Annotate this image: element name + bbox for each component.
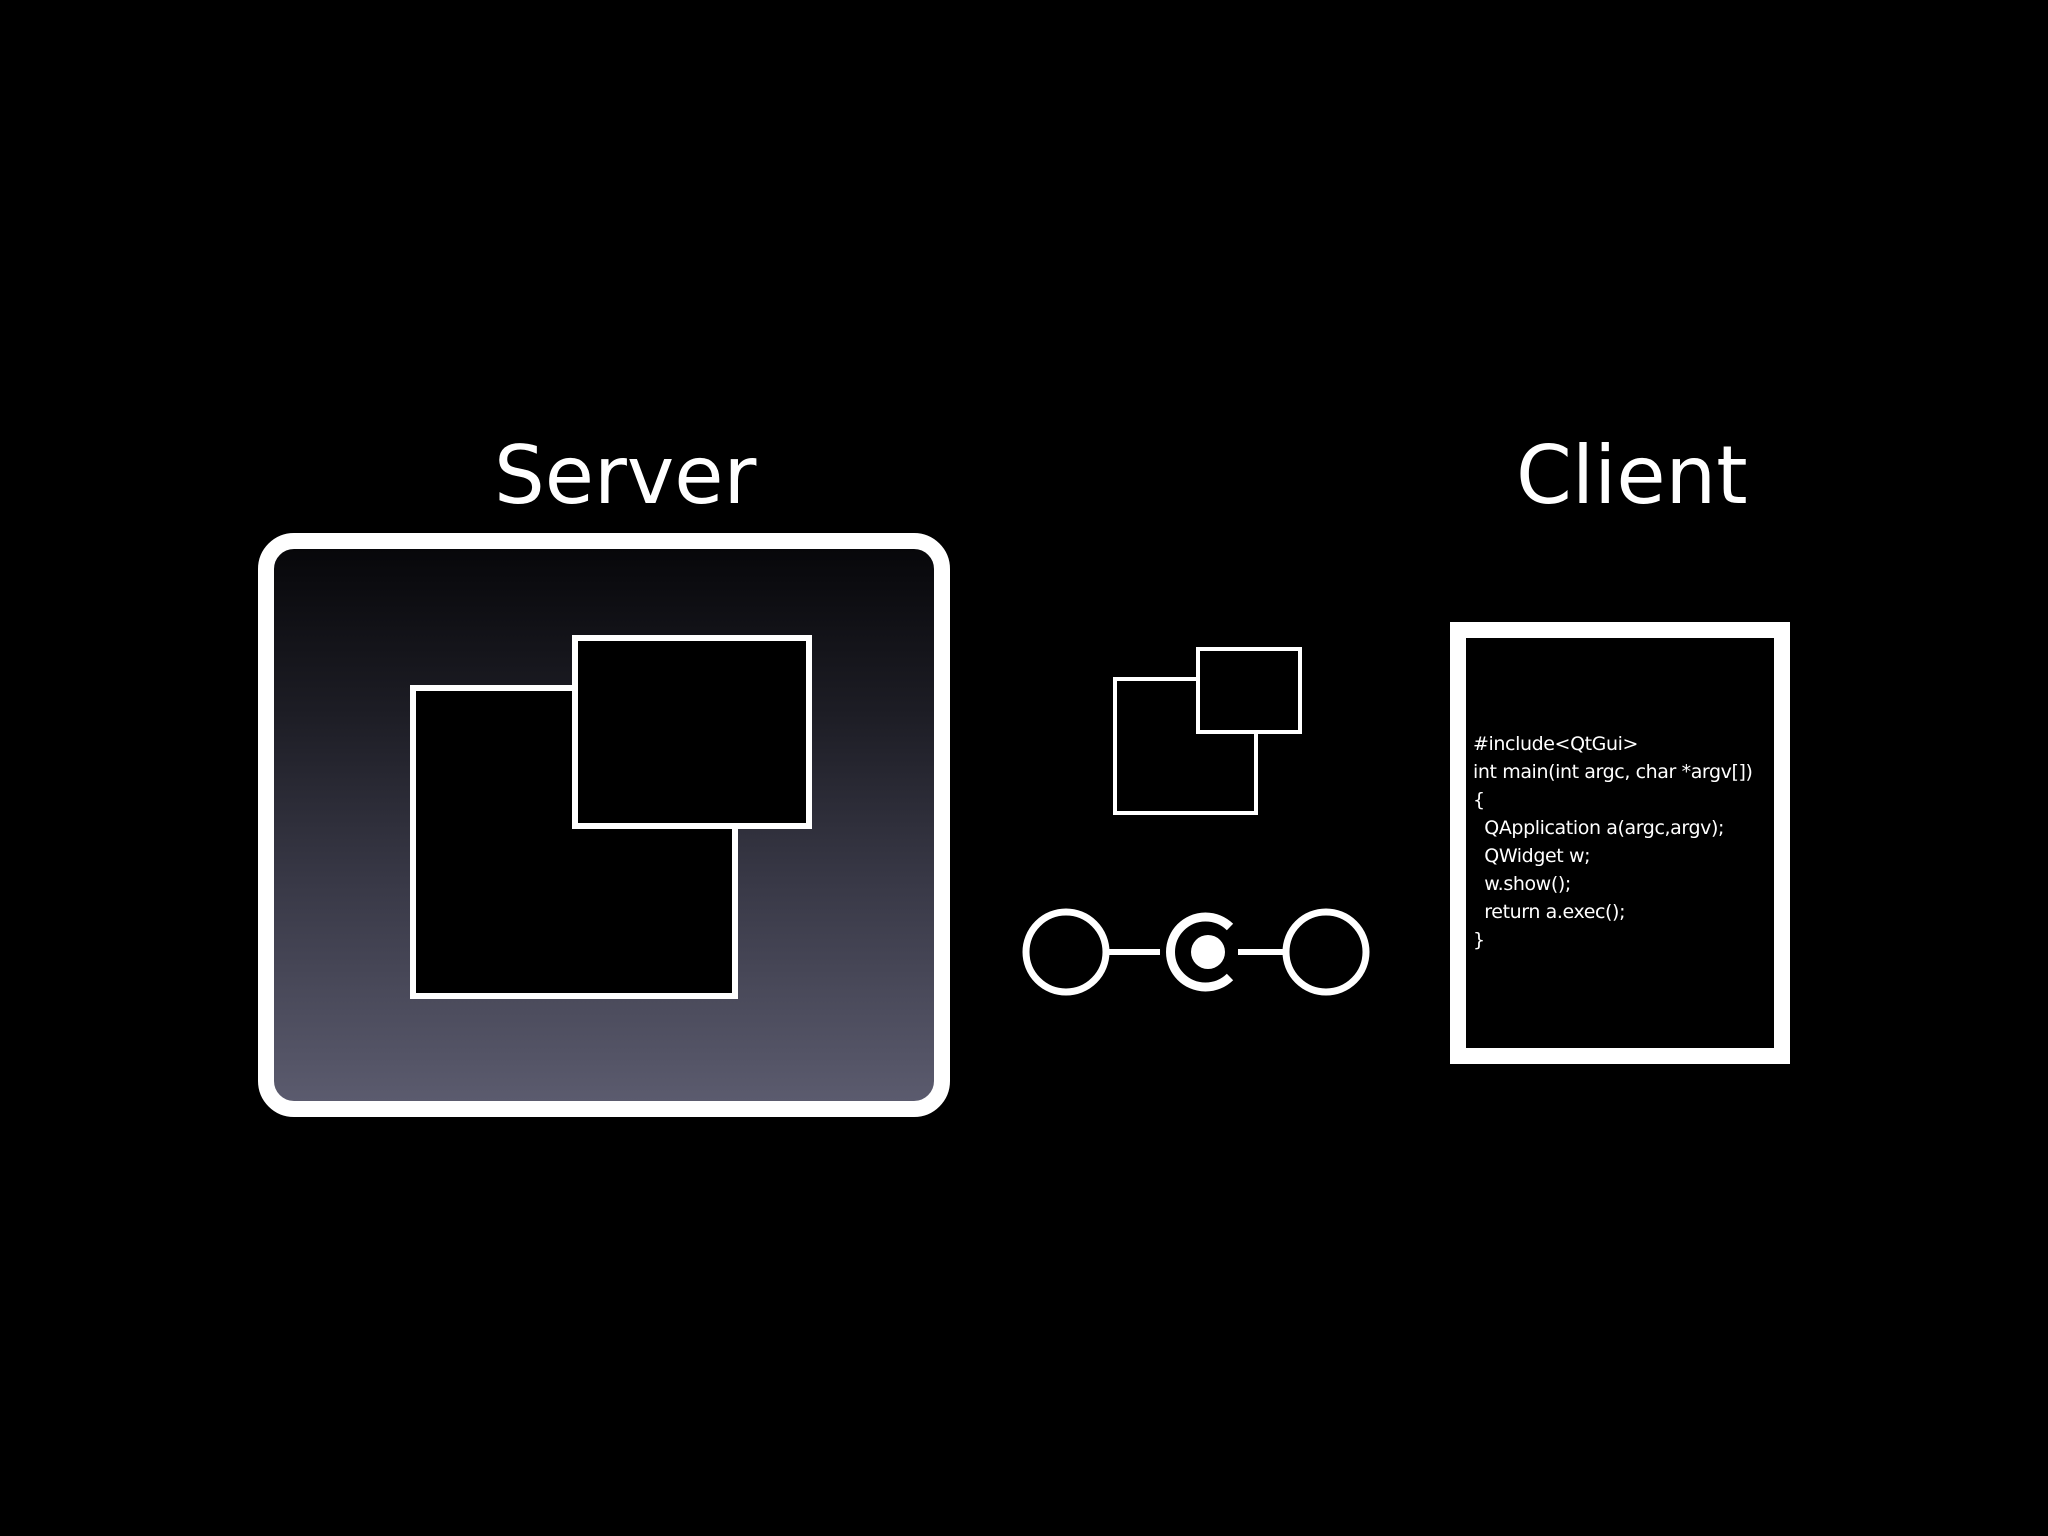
server-window-front-icon <box>572 635 812 829</box>
server-title: Server <box>494 429 757 522</box>
plug-dot <box>1191 935 1225 969</box>
code-line: w.show(); <box>1473 873 1571 895</box>
protocol-window-front-icon <box>1196 647 1302 734</box>
code-line: #include<QtGui> <box>1473 733 1639 755</box>
client-title: Client <box>1516 429 1748 522</box>
client-code: #include<QtGui> int main(int argc, char *… <box>1473 730 1753 954</box>
client-frame <box>1450 622 1790 1064</box>
code-line: } <box>1473 929 1485 951</box>
code-line: QWidget w; <box>1473 845 1591 867</box>
socket-connector-icon <box>1022 908 1370 996</box>
right-socket-circle <box>1282 908 1370 996</box>
left-socket-circle <box>1022 908 1110 996</box>
code-line: int main(int argc, char *argv[]) <box>1473 761 1753 783</box>
code-line: QApplication a(argc,argv); <box>1473 817 1724 839</box>
plug-c-arc <box>1166 912 1234 992</box>
code-line: return a.exec(); <box>1473 901 1626 923</box>
code-line: { <box>1473 789 1485 811</box>
